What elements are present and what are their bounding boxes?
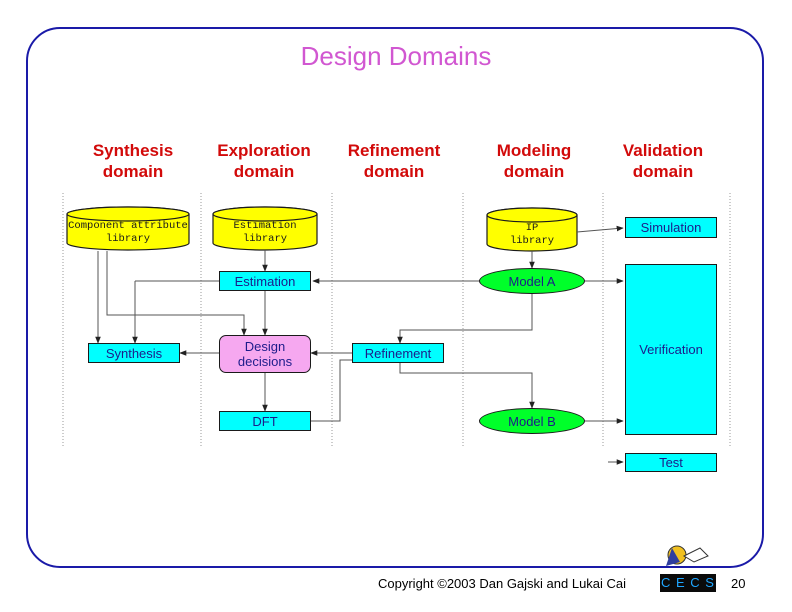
connector: [399, 363, 535, 409]
design-decisions-box: Design decisions: [219, 335, 311, 373]
column-header-line: Refinement: [347, 141, 441, 160]
synthesis-box: Synthesis: [88, 343, 180, 363]
column-header-line: domain: [102, 162, 164, 181]
test-box: Test: [625, 453, 717, 472]
estimation-library-top: [212, 206, 318, 222]
simulation-box: Simulation: [625, 217, 717, 238]
component-attribute-library: Component attribute library: [67, 219, 189, 249]
column-header-line: domain: [632, 162, 694, 181]
column-header-line: Exploration: [217, 141, 311, 160]
column-header-exploration: Exploration domain: [199, 140, 329, 182]
column-header-synthesis: Synthesis domain: [68, 140, 198, 182]
column-header-refinement: Refinement domain: [329, 140, 459, 182]
design-decisions-line: Design: [244, 339, 286, 354]
ip-library: IP library: [487, 221, 577, 251]
connector: [106, 251, 247, 336]
library-label: library: [509, 235, 555, 247]
design-decisions-line: decisions: [237, 354, 293, 369]
slide-title: Design Domains: [300, 41, 492, 71]
library-label: IP: [525, 222, 539, 234]
model-b-ellipse: Model B: [479, 408, 585, 434]
column-header-line: domain: [233, 162, 295, 181]
page-number: 20: [731, 576, 746, 591]
library-label: library: [105, 233, 151, 245]
connector: [397, 292, 533, 344]
column-header-line: Validation: [622, 141, 704, 160]
model-a-ellipse: Model A: [479, 268, 585, 294]
library-label: Estimation: [233, 220, 297, 232]
column-separators: [62, 193, 731, 446]
copyright-text: Copyright ©2003 Dan Gajski and Lukai Cai: [378, 576, 627, 591]
dft-box: DFT: [219, 411, 311, 431]
library-label: Component attribute: [68, 220, 188, 232]
column-header-line: Synthesis: [92, 141, 174, 160]
cecs-logo-text: C E C S: [661, 575, 715, 590]
column-header-line: domain: [363, 162, 425, 181]
estimation-box: Estimation: [219, 271, 311, 291]
column-header-line: Modeling: [496, 141, 572, 160]
column-header-modeling: Modeling domain: [469, 140, 599, 182]
connector: [576, 225, 624, 233]
refinement-box: Refinement: [352, 343, 444, 363]
verification-box: Verification: [625, 264, 717, 435]
slide-frame: [26, 27, 764, 568]
estimation-library: Estimation library: [213, 219, 317, 249]
connector: [311, 359, 352, 422]
library-label: library: [242, 233, 288, 245]
column-header-line: domain: [503, 162, 565, 181]
ip-library-top: [486, 207, 578, 223]
component-library-top: [66, 206, 190, 222]
column-header-validation: Validation domain: [598, 140, 728, 182]
